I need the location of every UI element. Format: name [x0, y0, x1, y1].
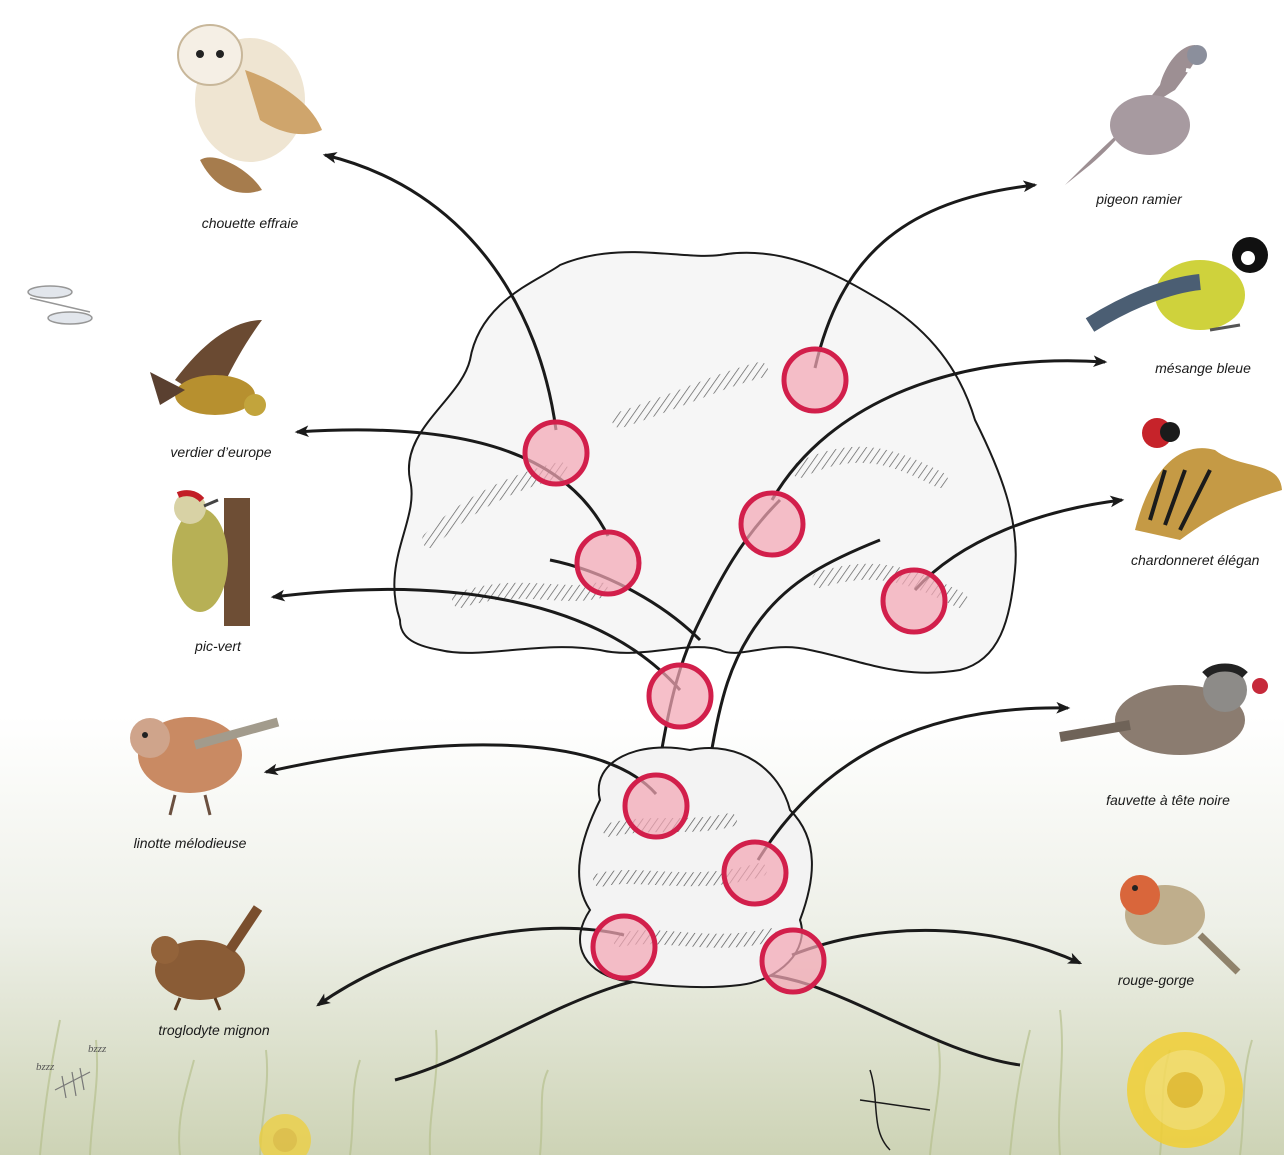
label-chouette-effraie: chouette effraie: [202, 215, 299, 231]
label-pigeon-ramier: pigeon ramier: [1095, 191, 1183, 207]
habitat-ring-chouette-effraie: [525, 422, 587, 484]
label-mesange-bleue: mésange bleue: [1155, 360, 1251, 376]
dandelion-flower-icon: [1127, 1032, 1243, 1148]
habitat-ring-chardonneret-elegant: [883, 570, 945, 632]
label-fauvette-a-tete-noire: fauvette à tête noire: [1106, 792, 1230, 808]
buzz-text-1: bzzz: [36, 1061, 55, 1073]
habitat-ring-pigeon-ramier: [784, 349, 846, 411]
label-rouge-gorge: rouge-gorge: [1118, 972, 1194, 988]
label-verdier-d-europe: verdier d’europe: [170, 444, 271, 460]
label-linotte-melodieuse: linotte mélodieuse: [134, 835, 247, 851]
buzz-text-2: bzzz: [88, 1043, 107, 1055]
habitat-ring-fauvette-a-tete-noire: [724, 842, 786, 904]
habitat-ring-pic-vert: [649, 665, 711, 727]
habitat-ring-rouge-gorge: [762, 930, 824, 992]
habitat-ring-linotte-melodieuse: [625, 775, 687, 837]
habitat-ring-verdier-d-europe: [577, 532, 639, 594]
label-pic-vert: pic-vert: [194, 638, 242, 654]
habitat-ring-mesange-bleue: [741, 493, 803, 555]
habitat-ring-troglodyte-mignon: [593, 916, 655, 978]
label-troglodyte-mignon: troglodyte mignon: [158, 1022, 270, 1038]
label-chardonneret-elegant: chardonneret élégan: [1131, 552, 1260, 568]
